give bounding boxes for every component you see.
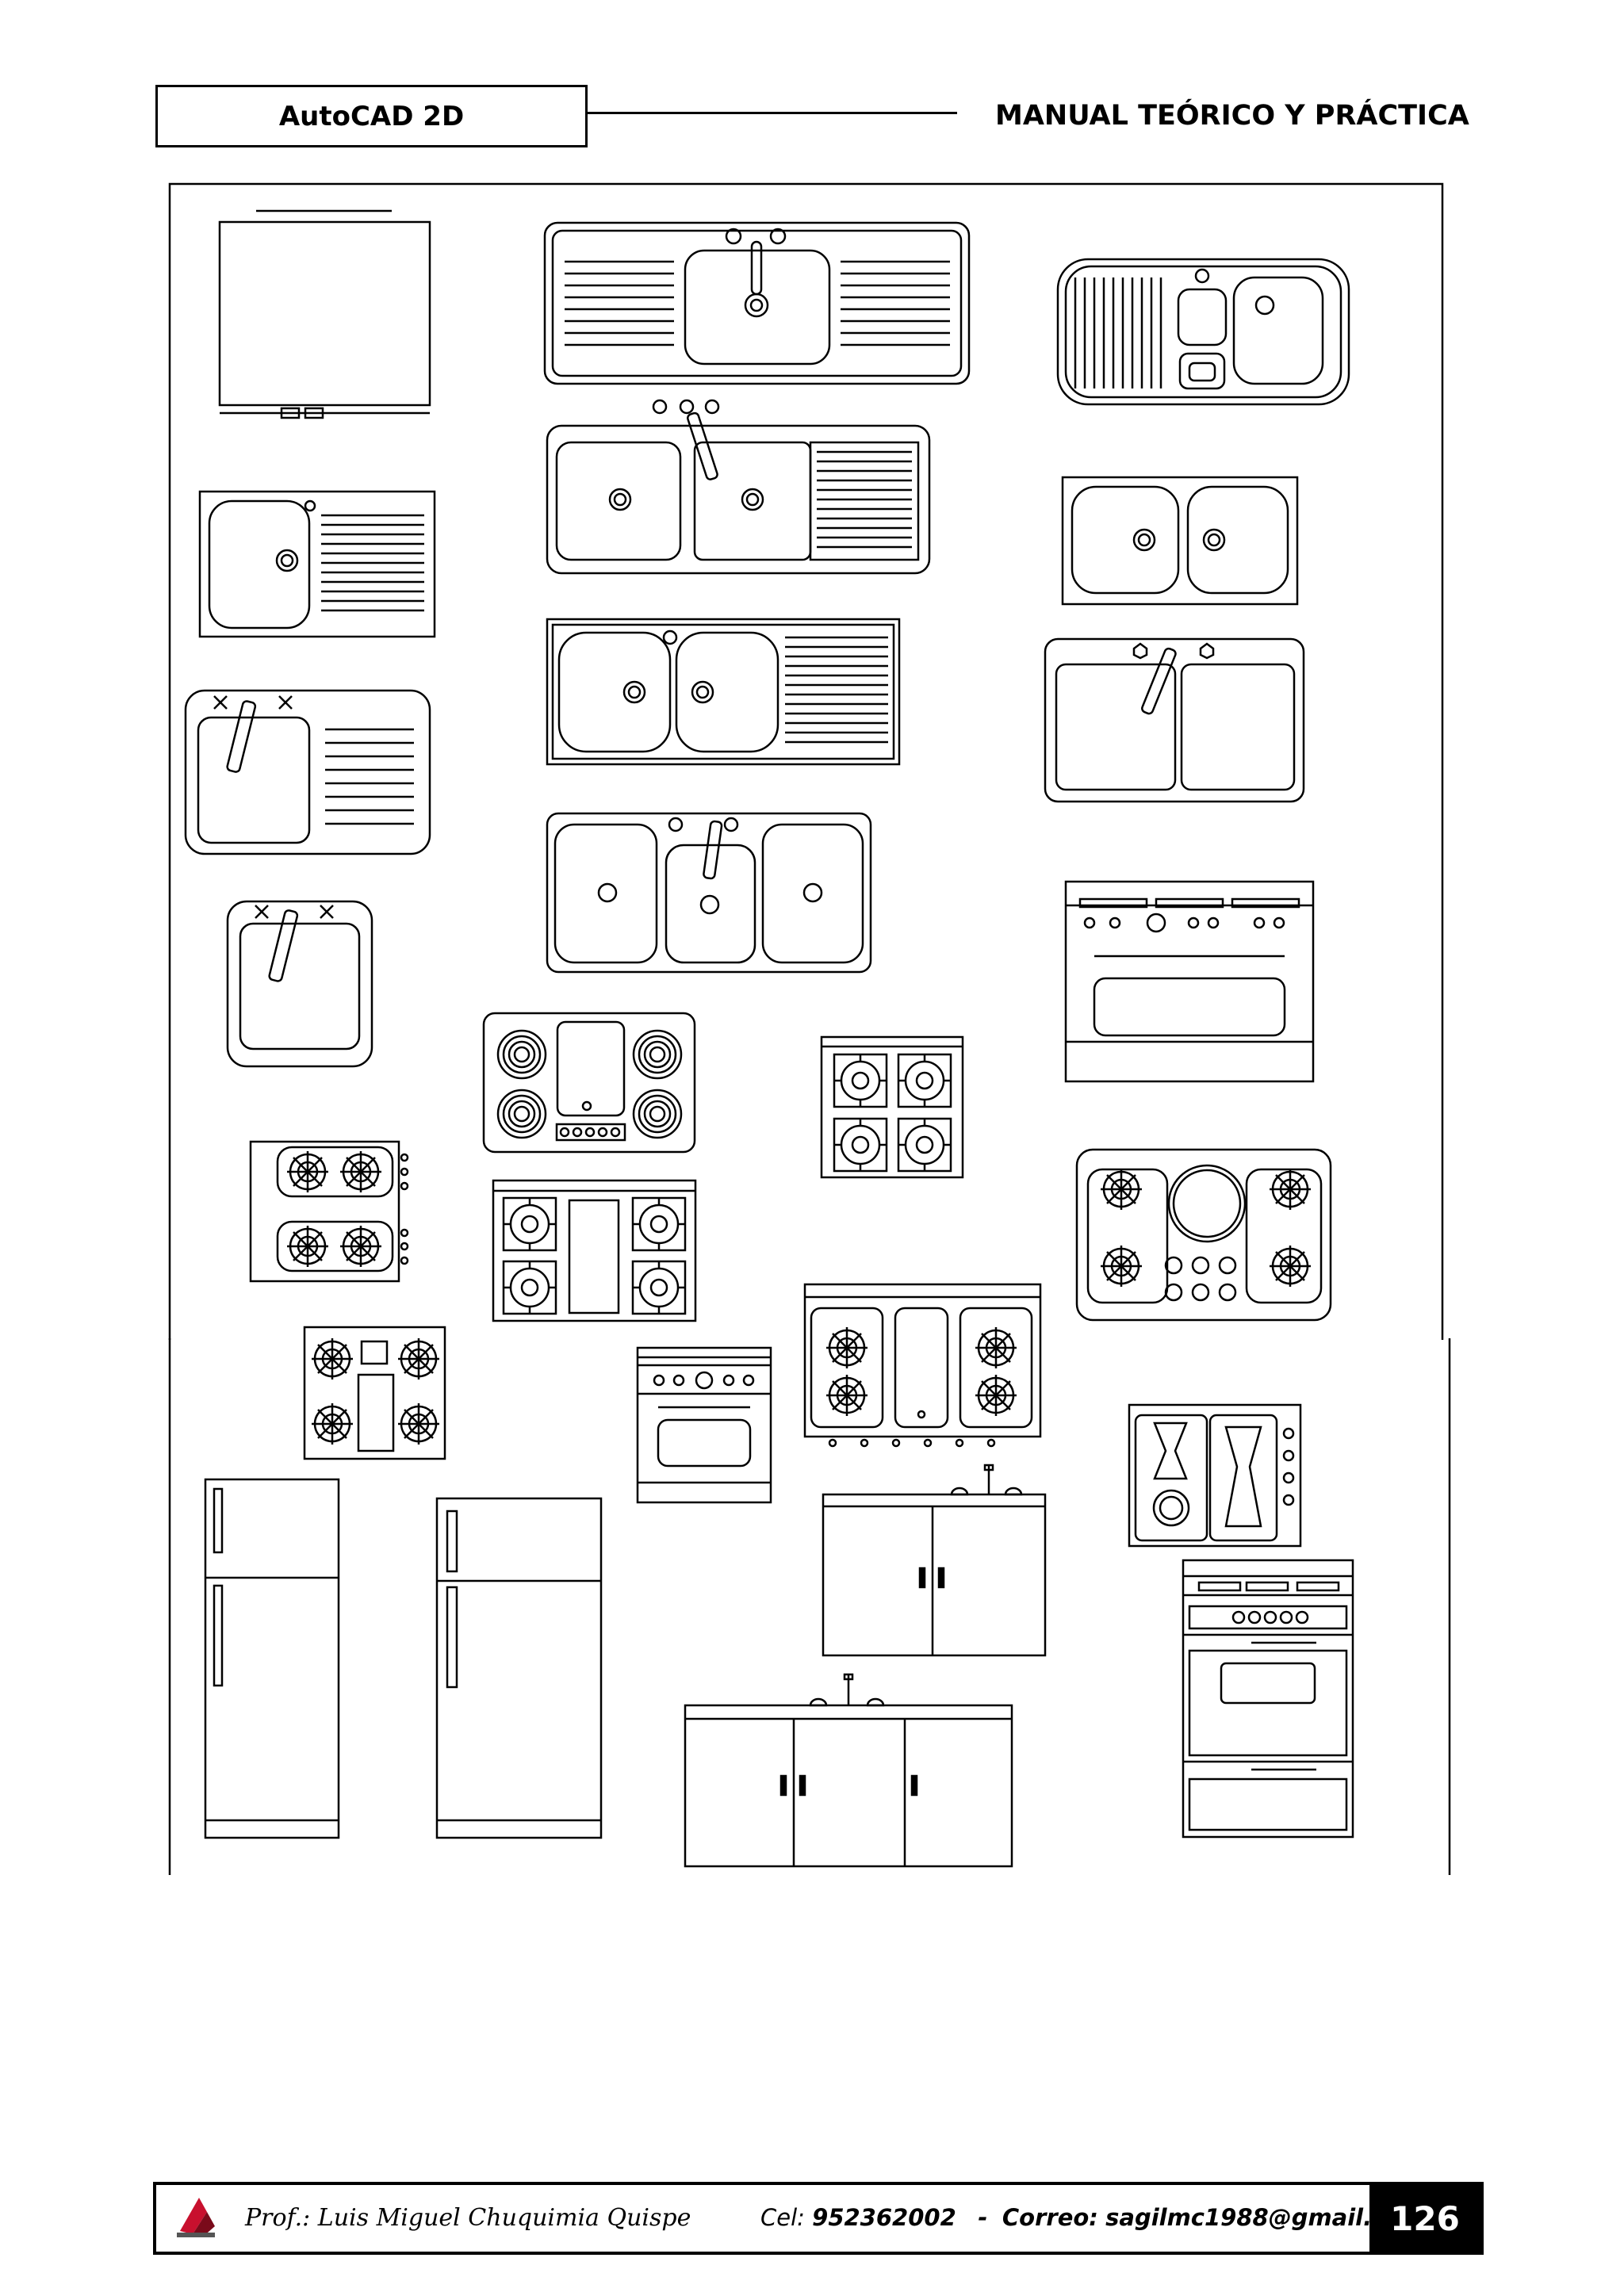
single-sink-right-drainboard-icon bbox=[198, 490, 436, 638]
double-sink-faucet-icon bbox=[1044, 637, 1305, 803]
compact-sink-with-strainer-icon bbox=[1056, 258, 1350, 406]
double-drainboard-sink-icon bbox=[543, 221, 971, 385]
two-pair-burners-icon bbox=[249, 1140, 409, 1283]
refrigerator-2-icon bbox=[435, 1497, 603, 1839]
drawing-frame bbox=[168, 182, 1451, 1875]
footer-email-label: Correo: bbox=[1002, 2204, 1098, 2231]
page-footer: Prof.: Luis Miguel Chuquimia Quispe Cel:… bbox=[153, 2182, 1484, 2255]
refrigerator-icon bbox=[204, 1478, 340, 1839]
header-title-box: AutoCAD 2D bbox=[155, 85, 588, 147]
sink-cabinet-icon bbox=[822, 1464, 1047, 1657]
header-rule bbox=[588, 112, 957, 114]
oven-front-icon bbox=[636, 1346, 772, 1504]
footer-contact: Cel: 952362002 - Correo: sagilmc1988@gma… bbox=[760, 2204, 1425, 2231]
cooktop-with-griddle-icon bbox=[303, 1326, 446, 1460]
four-burner-cooktop-icon bbox=[820, 1035, 964, 1179]
double-sink-long-drainboard-icon bbox=[546, 618, 901, 766]
range-with-oven-tall-icon bbox=[1182, 1559, 1354, 1839]
autocad-logo-icon bbox=[177, 2198, 215, 2237]
footer-cel-value: 952362002 bbox=[812, 2204, 956, 2231]
grill-cooktop-icon bbox=[1128, 1403, 1302, 1548]
small-sink-icon bbox=[226, 900, 373, 1068]
footer-cel-label: Cel: bbox=[760, 2204, 805, 2231]
sink-with-faucet-drainboard-icon bbox=[184, 689, 431, 855]
round-center-cooktop-icon bbox=[1075, 1148, 1332, 1322]
page-number: 126 bbox=[1369, 2185, 1480, 2252]
electric-cooktop-icon bbox=[482, 1012, 696, 1154]
header-left-title: AutoCAD 2D bbox=[278, 100, 465, 132]
footer-separator: - bbox=[978, 2204, 988, 2231]
triple-sink-icon bbox=[546, 812, 872, 974]
double-cooktop-unit-icon bbox=[803, 1283, 1042, 1448]
double-sink-right-drainboard-icon bbox=[546, 399, 931, 575]
griddle-cooktop-icon bbox=[492, 1179, 697, 1322]
range-oven-front-icon bbox=[1064, 880, 1315, 1083]
double-sink-icon bbox=[1061, 476, 1299, 606]
dishwasher-icon bbox=[218, 209, 431, 419]
sink-cabinet-wide-icon bbox=[684, 1673, 1013, 1868]
footer-author: Prof.: Luis Miguel Chuquimia Quispe bbox=[245, 2204, 691, 2232]
header-right-title: MANUAL TEÓRICO Y PRÁCTICA bbox=[995, 100, 1469, 132]
